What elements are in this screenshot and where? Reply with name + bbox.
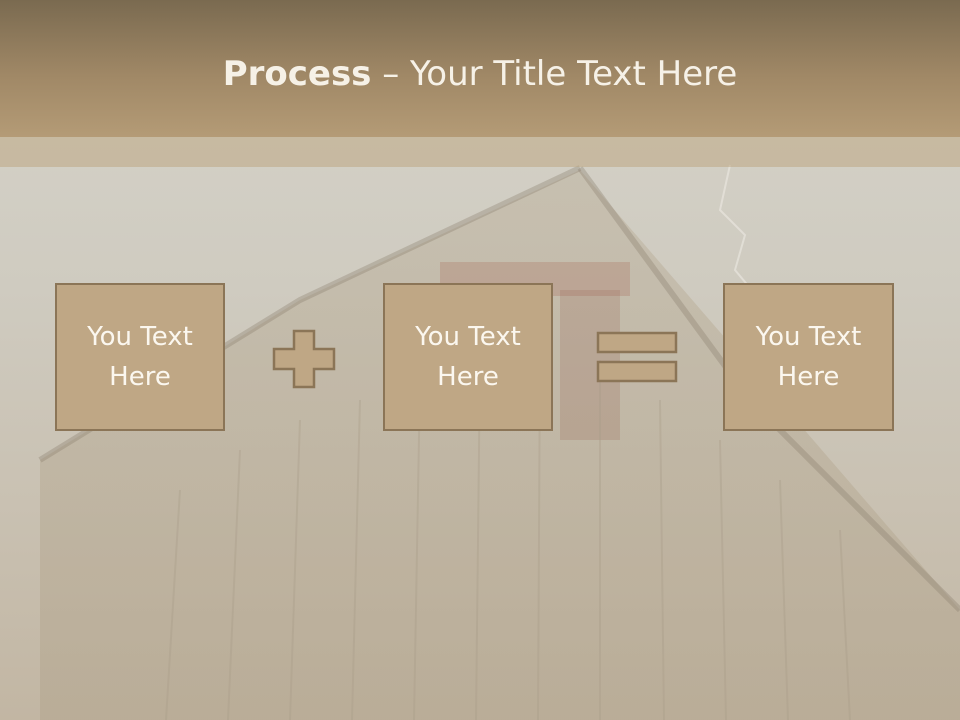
title-keyword: Process bbox=[222, 54, 372, 94]
process-box-1-line-1: You Text bbox=[87, 322, 193, 352]
process-box-1-line-2: Here bbox=[109, 362, 171, 392]
title-text: – Your Title Text Here bbox=[371, 54, 738, 94]
process-box-3-line-1: You Text bbox=[755, 322, 862, 352]
process-box-2-line-1: You Text bbox=[415, 322, 521, 352]
process-box-3-line-2: Here bbox=[777, 362, 840, 392]
title-bar bbox=[0, 0, 960, 137]
slide-title: Process – Your Title Text Here bbox=[0, 52, 960, 96]
equals-icon bbox=[596, 331, 678, 383]
plus-icon bbox=[272, 329, 336, 389]
process-box-2-line-2: Here bbox=[437, 362, 499, 392]
title-bar-strip bbox=[0, 137, 960, 167]
